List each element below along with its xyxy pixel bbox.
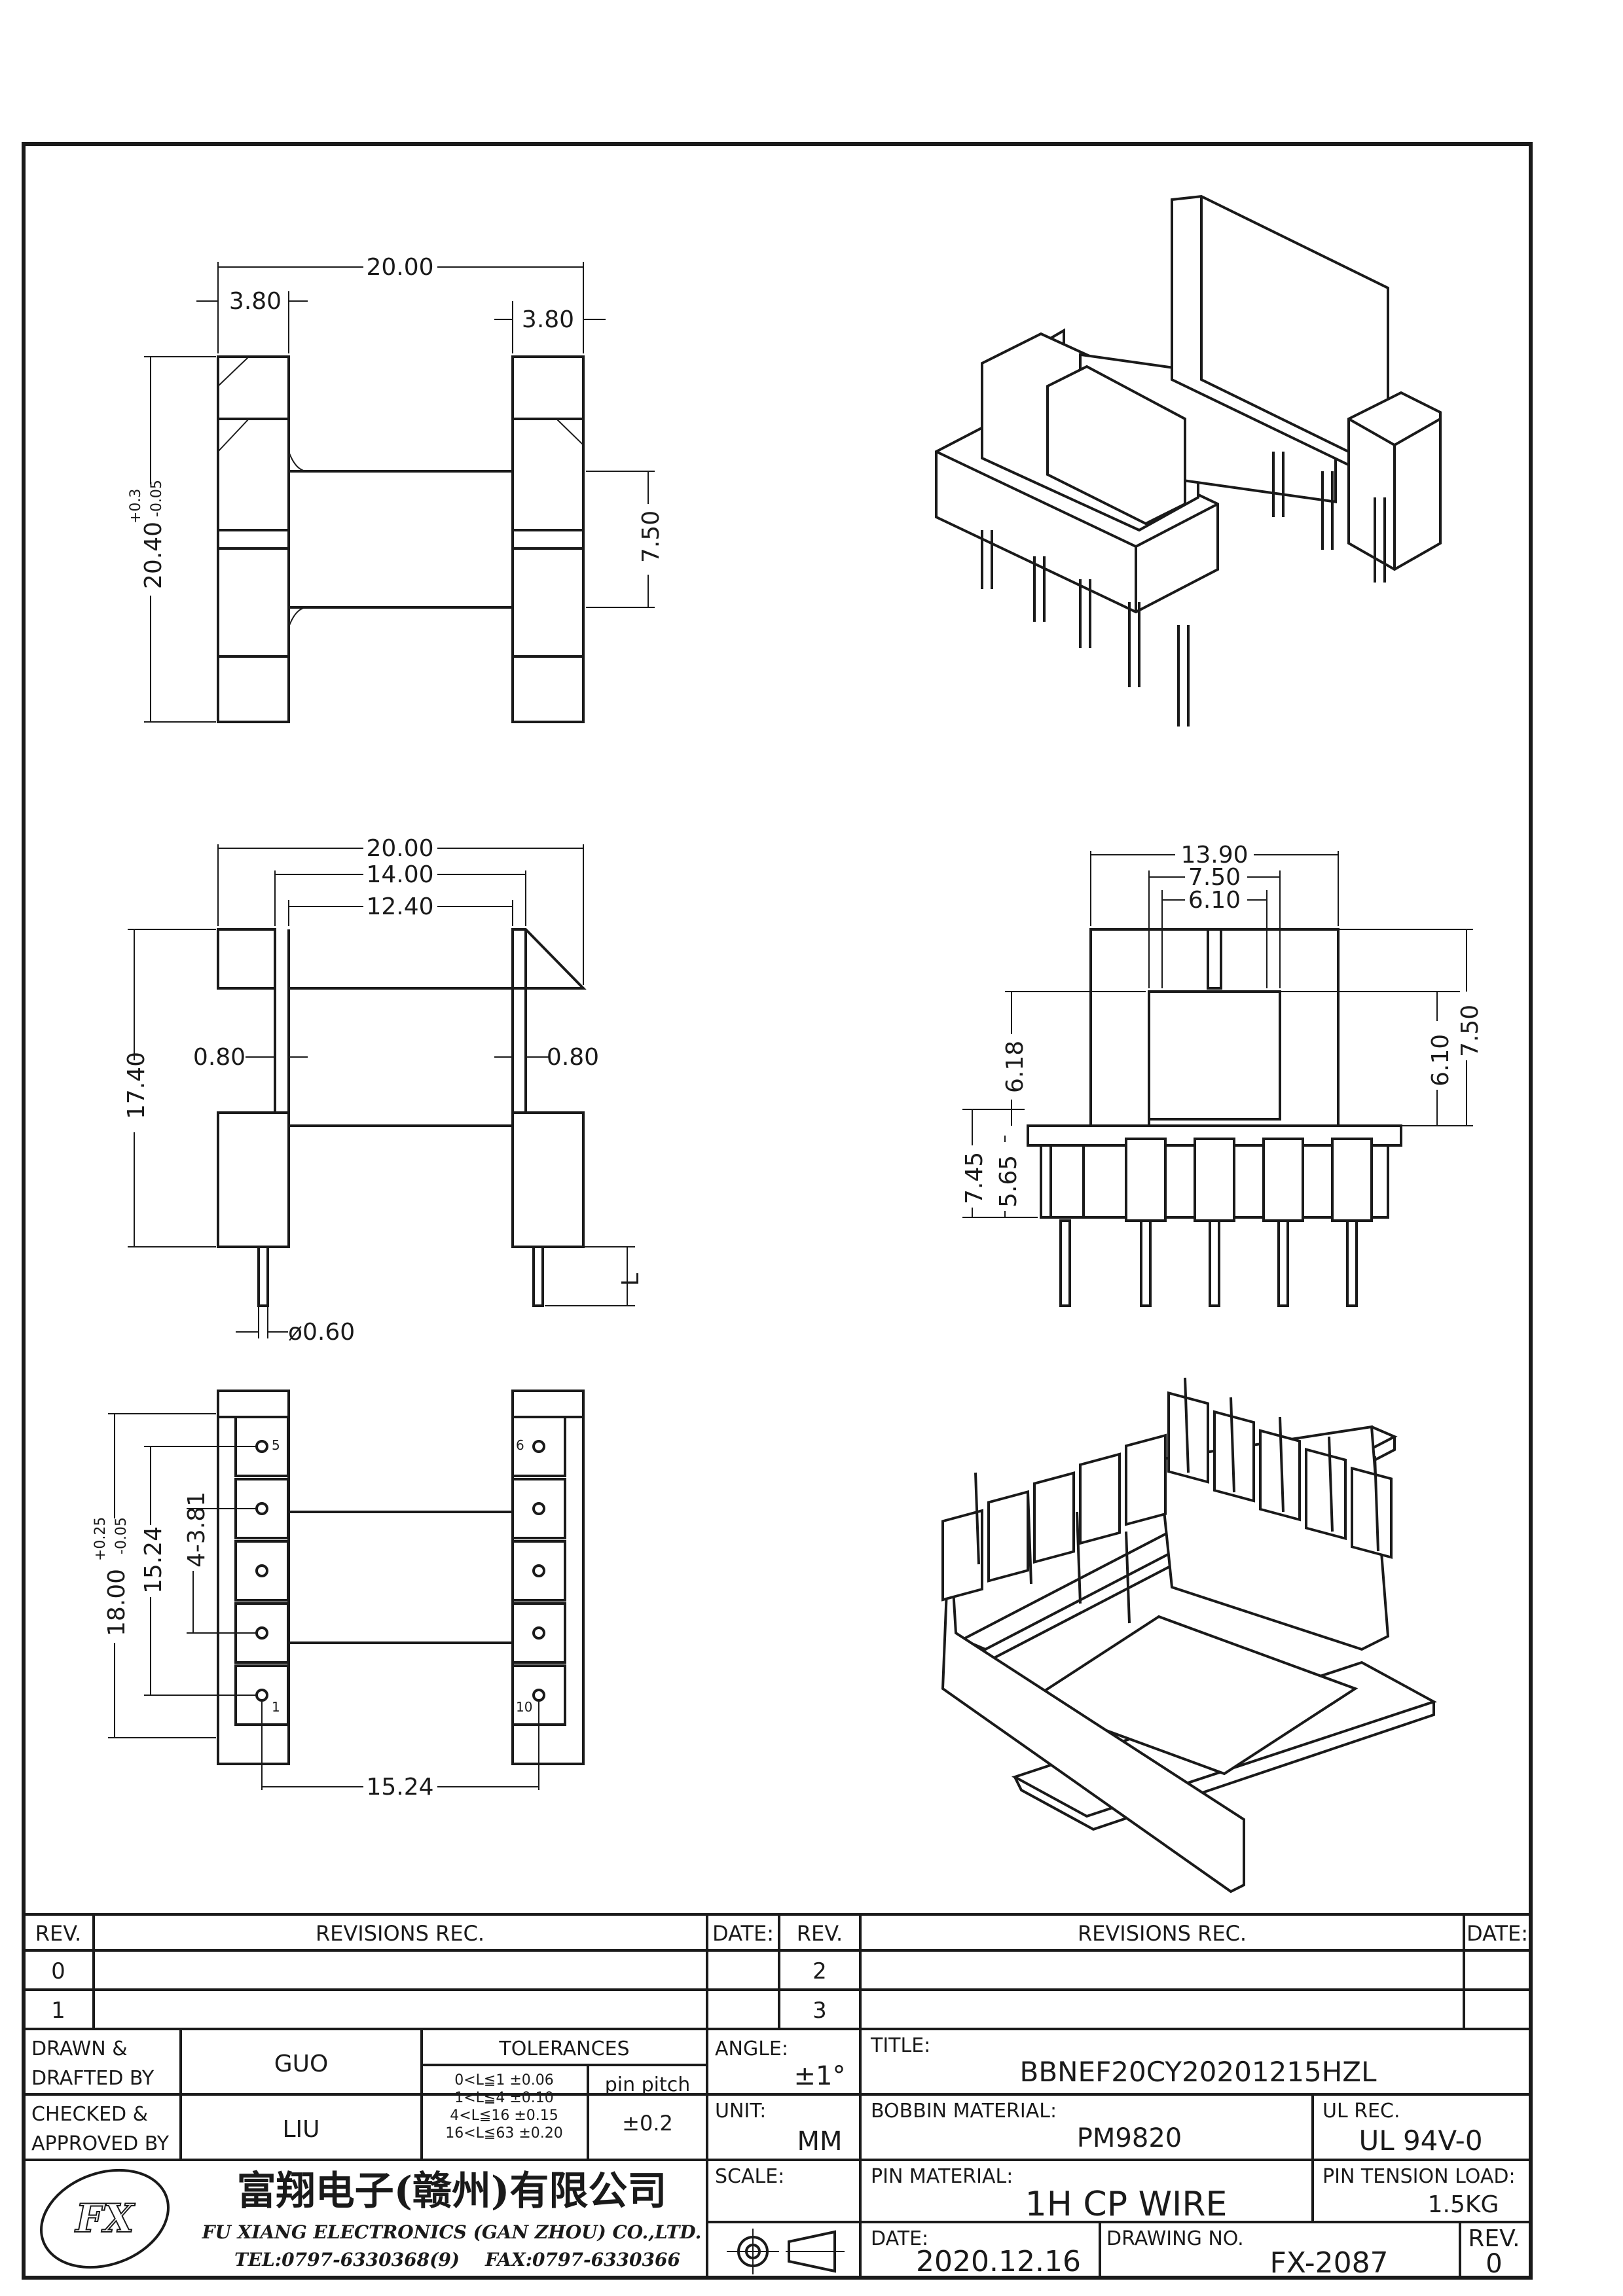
dim-side-12: 12.40 xyxy=(366,893,433,920)
dim-pin-length: L xyxy=(617,1273,644,1286)
rev-header-2: REV. xyxy=(797,1921,843,1946)
bobbin-material-label: BOBBIN MATERIAL: xyxy=(871,2100,1057,2123)
company-name-cn: 富翔电子(赣州)有限公司 xyxy=(237,2168,667,2214)
date-header-2: DATE: xyxy=(1467,1921,1528,1946)
drawn-by: GUO xyxy=(274,2051,329,2077)
dim-top-core: 7.50 xyxy=(638,511,665,563)
company-logo: FX xyxy=(40,2168,170,2269)
dim-bottom-4x381: 4-3.81 xyxy=(183,1492,210,1568)
date-header: DATE: xyxy=(712,1921,774,1946)
company-name-en: FU XIANG ELECTRONICS (GAN ZHOU) CO.,LTD. xyxy=(202,2221,702,2243)
drawing-no-label: DRAWING NO. xyxy=(1106,2227,1244,2250)
ul-rec-value: UL 94V-0 xyxy=(1359,2125,1482,2157)
dim-top-flange-right: 3.80 xyxy=(522,306,574,333)
tolerances-label: TOLERANCES xyxy=(498,2037,629,2060)
date-value: 2020.12.16 xyxy=(916,2245,1081,2278)
tol-row-4: 16<L≦63 ±0.20 xyxy=(445,2125,563,2142)
angle-label: ANGLE: xyxy=(715,2037,788,2060)
drawn-label-2: DRAFTED BY xyxy=(31,2067,155,2090)
dim-bottom-15-24-h: 15.24 xyxy=(366,1774,433,1801)
dim-end-5-65: 5.65 xyxy=(995,1155,1022,1208)
dim-side-14: 14.00 xyxy=(366,861,433,888)
dim-end-7-50-r: 7.50 xyxy=(1457,1005,1484,1057)
logo-text: FX xyxy=(74,2196,136,2242)
checked-label-2: APPROVED BY xyxy=(31,2132,170,2155)
dim-end-7-45: 7.45 xyxy=(961,1152,988,1204)
rev-row-3: 3 xyxy=(812,1998,827,2024)
dim-top-height-tol-plus: +0.3 xyxy=(128,489,144,524)
projection-symbol xyxy=(727,2229,845,2274)
dim-top-height-tol-minus: -0.05 xyxy=(149,480,165,517)
rev-row-0: 0 xyxy=(51,1958,65,1984)
dim-side-wall-right: 0.80 xyxy=(547,1044,599,1071)
pin-tension-label: PIN TENSION LOAD: xyxy=(1322,2165,1516,2188)
top-view: 20.00 3.80 3.80 20.40 +0.3 -0.05 7.50 xyxy=(128,254,665,723)
dim-end-6-18: 6.18 xyxy=(1002,1041,1029,1093)
dim-end-6-10-r: 6.10 xyxy=(1427,1034,1454,1086)
dim-bottom-18: 18.00 xyxy=(103,1569,130,1636)
dim-bottom-15-24: 15.24 xyxy=(140,1526,167,1594)
dim-top-width: 20.00 xyxy=(366,254,433,281)
pin-material-label: PIN MATERIAL: xyxy=(871,2165,1013,2188)
rev-value: 0 xyxy=(1486,2249,1502,2279)
pin-number-1: 1 xyxy=(272,1699,280,1715)
dim-side-height: 17.40 xyxy=(123,1052,150,1119)
dim-bottom-18-tol-minus: -0.05 xyxy=(113,1517,130,1554)
rev-label: REV. xyxy=(1468,2225,1520,2252)
drawn-label-1: DRAWN & xyxy=(31,2037,128,2060)
title-block: REV. REVISIONS REC. DATE: REV. REVISIONS… xyxy=(24,1913,1531,2280)
date-label: DATE: xyxy=(871,2227,928,2250)
pin-number-10: 10 xyxy=(516,1699,532,1715)
dim-top-height: 20.40 xyxy=(140,522,167,589)
rev-row-1: 1 xyxy=(51,1998,65,2024)
revisions-header-2: REVISIONS REC. xyxy=(1078,1921,1247,1946)
company-tel: TEL:0797-6330368(9) xyxy=(234,2249,460,2270)
isometric-view-top xyxy=(935,194,1442,726)
rev-header: REV. xyxy=(35,1921,81,1946)
pin-pitch-label: pin pitch xyxy=(605,2073,691,2096)
ul-rec-label: UL REC. xyxy=(1322,2100,1400,2123)
unit-value: MM xyxy=(797,2126,842,2157)
tol-row-2: 1<L≦4 ±0.10 xyxy=(454,2090,554,2106)
company-fax: FAX:0797-6330366 xyxy=(484,2249,680,2270)
bobbin-material-value: PM9820 xyxy=(1077,2123,1182,2153)
dim-end-13-90: 13.90 xyxy=(1180,842,1248,869)
title-value: BBNEF20CY20201215HZL xyxy=(1020,2056,1377,2088)
pin-number-6: 6 xyxy=(516,1437,524,1453)
revisions-header: REVISIONS REC. xyxy=(316,1921,484,1946)
scale-label: SCALE: xyxy=(715,2165,784,2188)
dim-top-flange-left: 3.80 xyxy=(229,288,282,315)
dim-end-7-50: 7.50 xyxy=(1188,864,1241,891)
angle-value: ±1° xyxy=(794,2061,846,2091)
side-view: 20.00 14.00 12.40 17.40 0.80 0.80 L ø0.6… xyxy=(123,835,644,1346)
dim-side-width: 20.00 xyxy=(366,835,433,862)
pin-material-value: 1H CP WIRE xyxy=(1025,2185,1228,2224)
dim-end-6-10: 6.10 xyxy=(1188,887,1241,914)
checked-label-1: CHECKED & xyxy=(31,2103,148,2126)
title-label: TITLE: xyxy=(870,2034,930,2057)
pin-tension-value: 1.5KG xyxy=(1428,2191,1499,2218)
tol-row-1: 0<L≦1 ±0.06 xyxy=(454,2072,554,2089)
isometric-view-bottom xyxy=(941,1377,1438,1893)
rev-row-2: 2 xyxy=(812,1958,827,1984)
dim-side-wall-left: 0.80 xyxy=(193,1044,246,1071)
sheet-border xyxy=(22,142,1533,2280)
end-view: 13.90 7.50 6.10 6.18 6.10 7.50 7.45 5.65 xyxy=(961,842,1484,1307)
dim-bottom-18-tol-plus: +0.25 xyxy=(92,1517,109,1561)
dim-pin-dia: ø0.60 xyxy=(288,1319,355,1346)
drawing-no-value: FX-2087 xyxy=(1269,2246,1388,2280)
bottom-view: 5 6 1 10 15.24 18.00 +0.25 -0.05 15.24 4… xyxy=(92,1390,585,1801)
pin-pitch-value: ±0.2 xyxy=(622,2111,673,2136)
checked-by: LIU xyxy=(282,2116,319,2143)
unit-label: UNIT: xyxy=(715,2100,766,2123)
tol-row-3: 4<L≦16 ±0.15 xyxy=(450,2108,558,2124)
pin-number-5: 5 xyxy=(272,1437,280,1453)
